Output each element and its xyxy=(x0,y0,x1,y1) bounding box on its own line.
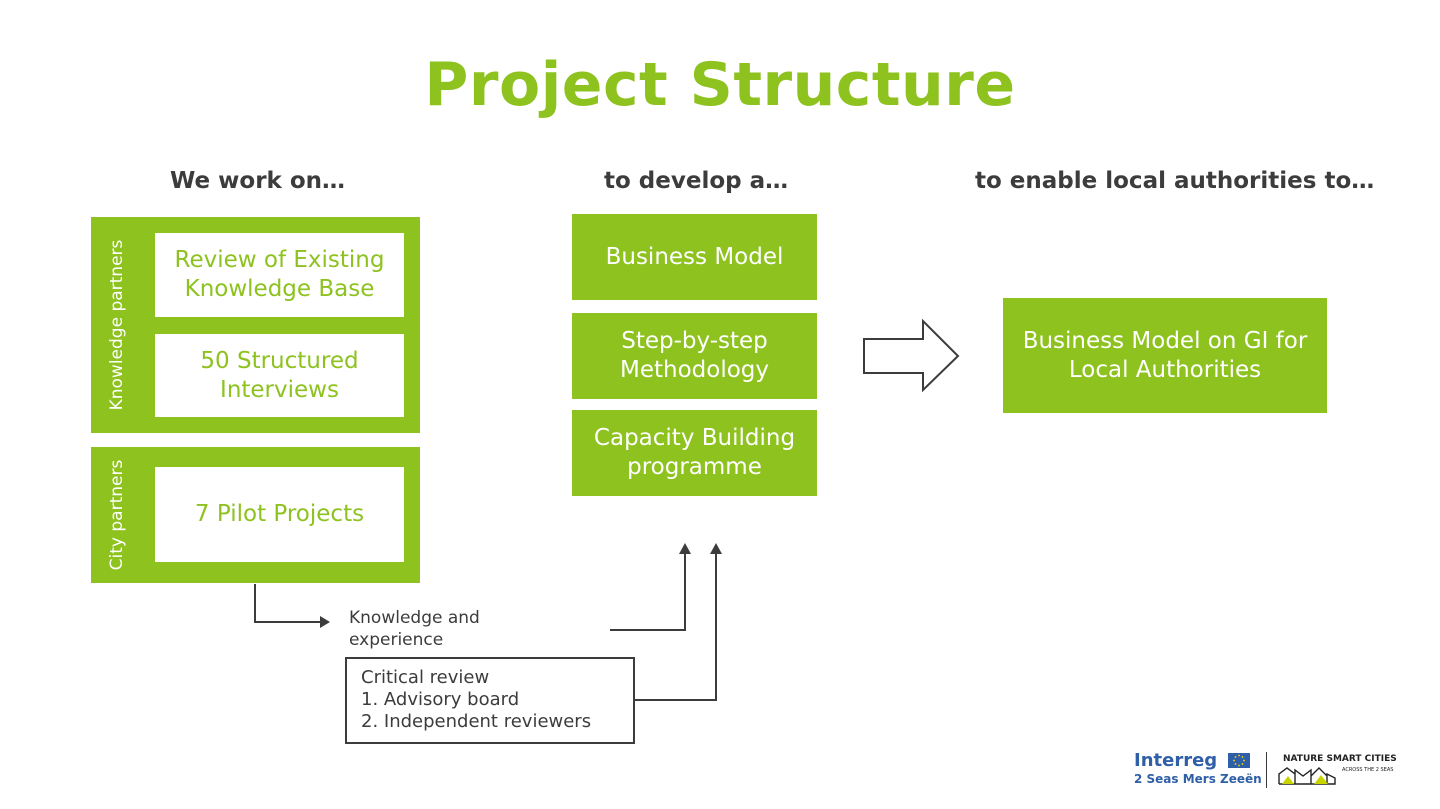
column-heading-results: to enable local authorities to… xyxy=(975,168,1375,194)
flow-connector-right xyxy=(634,552,717,701)
column-heading-inputs: We work on… xyxy=(170,168,346,194)
critical-review-heading: Critical review xyxy=(361,667,490,688)
logo-divider xyxy=(1266,752,1267,788)
result-box: Business Model on GI for Local Authoriti… xyxy=(1003,298,1327,413)
nsc-logo-sub: ACROSS THE 2 SEAS xyxy=(1342,767,1394,773)
column-heading-outputs: to develop a… xyxy=(604,168,789,194)
review-item: 1. Advisory board xyxy=(361,689,520,710)
business-model-box: Business Model xyxy=(572,214,817,300)
interreg-logo-name: Interreg xyxy=(1134,750,1218,771)
review-item: 2. Independent reviewers xyxy=(361,711,592,732)
knowledge-experience-label: Knowledge and experience xyxy=(349,608,480,650)
review-knowledge-base-box: Review of Existing Knowledge Base xyxy=(155,233,404,317)
knowledge-partners-group: Knowledge partners Review of Existing Kn… xyxy=(91,217,420,433)
arrowhead-up-icon xyxy=(679,543,691,554)
eu-flag-icon xyxy=(1228,753,1250,768)
critical-review-box: Critical review 1. Advisory board 2. Ind… xyxy=(345,657,635,744)
arrowhead-right-icon xyxy=(320,616,330,628)
city-skyline-icon xyxy=(1278,767,1336,785)
flow-connector-left xyxy=(254,584,322,623)
flow-connector-middle xyxy=(610,552,686,631)
nature-smart-cities-logo: NATURE SMART CITIES ACROSS THE 2 SEAS xyxy=(1278,752,1428,792)
arrowhead-up-icon xyxy=(710,543,722,554)
interreg-logo: Interreg 2 Seas Mers Zeeën xyxy=(1134,750,1264,790)
big-right-arrow-icon xyxy=(863,318,960,393)
structured-interviews-box: 50 Structured Interviews xyxy=(155,334,404,417)
page-title: Project Structure xyxy=(424,50,1016,120)
capacity-building-box: Capacity Building programme xyxy=(572,410,817,496)
pilot-projects-box: 7 Pilot Projects xyxy=(155,467,404,562)
city-partners-group: City partners 7 Pilot Projects xyxy=(91,447,420,583)
interreg-logo-sub: 2 Seas Mers Zeeën xyxy=(1134,772,1262,786)
nsc-logo-name: NATURE SMART CITIES xyxy=(1283,754,1397,764)
methodology-box: Step-by-step Methodology xyxy=(572,313,817,399)
